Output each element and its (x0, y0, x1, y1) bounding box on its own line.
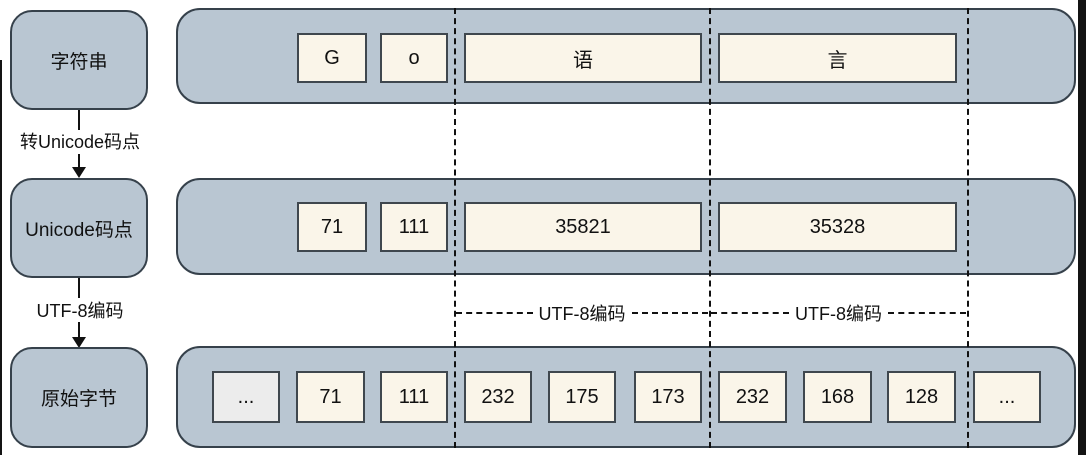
string-cell: G (297, 33, 367, 83)
string-cell: o (380, 33, 448, 83)
rune-separator-line-1 (454, 8, 456, 448)
string-node: 字符串 (10, 10, 148, 110)
screenshot-right-edge (1078, 0, 1086, 455)
to-codepoint-label: 转Unicode码点 (19, 132, 141, 152)
connector-line-1 (78, 110, 80, 130)
codepoint-cell: 71 (297, 202, 367, 252)
string-cell: 言 (718, 33, 957, 83)
utf8-encode-label: UTF-8编码 (538, 304, 626, 324)
utf8-encode-connector: UTF-8编码 (711, 300, 966, 326)
byte-cell: 173 (634, 371, 702, 423)
rune-separator-line-2 (709, 8, 711, 448)
bytes-node-label: 原始字节 (40, 389, 117, 410)
codepoint-node: Unicode码点 (10, 178, 148, 278)
screenshot-left-edge (0, 60, 2, 455)
utf8-encode-connector: UTF-8编码 (456, 300, 708, 326)
to-bytes-label: UTF-8编码 (36, 301, 124, 321)
arrow-line-2 (78, 322, 80, 338)
codepoint-cell: 35821 (464, 202, 702, 252)
byte-cell: 232 (718, 371, 787, 423)
rune-separator-line-3 (967, 8, 969, 448)
codepoint-cell: 111 (380, 202, 448, 252)
byte-cell: 232 (464, 371, 532, 423)
byte-cell-ellipsis: ... (212, 371, 280, 423)
arrow-down-icon (72, 167, 86, 178)
byte-cell: 175 (548, 371, 616, 423)
dashed-line (888, 312, 966, 314)
bytes-node: 原始字节 (10, 347, 148, 448)
dashed-line (456, 312, 533, 314)
byte-cell: 71 (296, 371, 365, 423)
byte-cell: 128 (887, 371, 956, 423)
string-node-label: 字符串 (50, 51, 108, 73)
dashed-line (631, 312, 708, 314)
string-cell: 语 (464, 33, 702, 83)
connector-line-2 (78, 278, 80, 298)
arrow-down-icon (72, 337, 86, 348)
byte-cell: 111 (380, 371, 448, 423)
byte-cell-ellipsis: ... (973, 371, 1041, 423)
codepoint-cell: 35328 (718, 202, 957, 252)
arrow-line-1 (78, 154, 80, 168)
utf8-encode-label: UTF-8编码 (795, 304, 882, 324)
codepoint-node-label: Unicode码点 (25, 219, 133, 241)
dashed-line (711, 312, 789, 314)
byte-cell: 168 (803, 371, 872, 423)
